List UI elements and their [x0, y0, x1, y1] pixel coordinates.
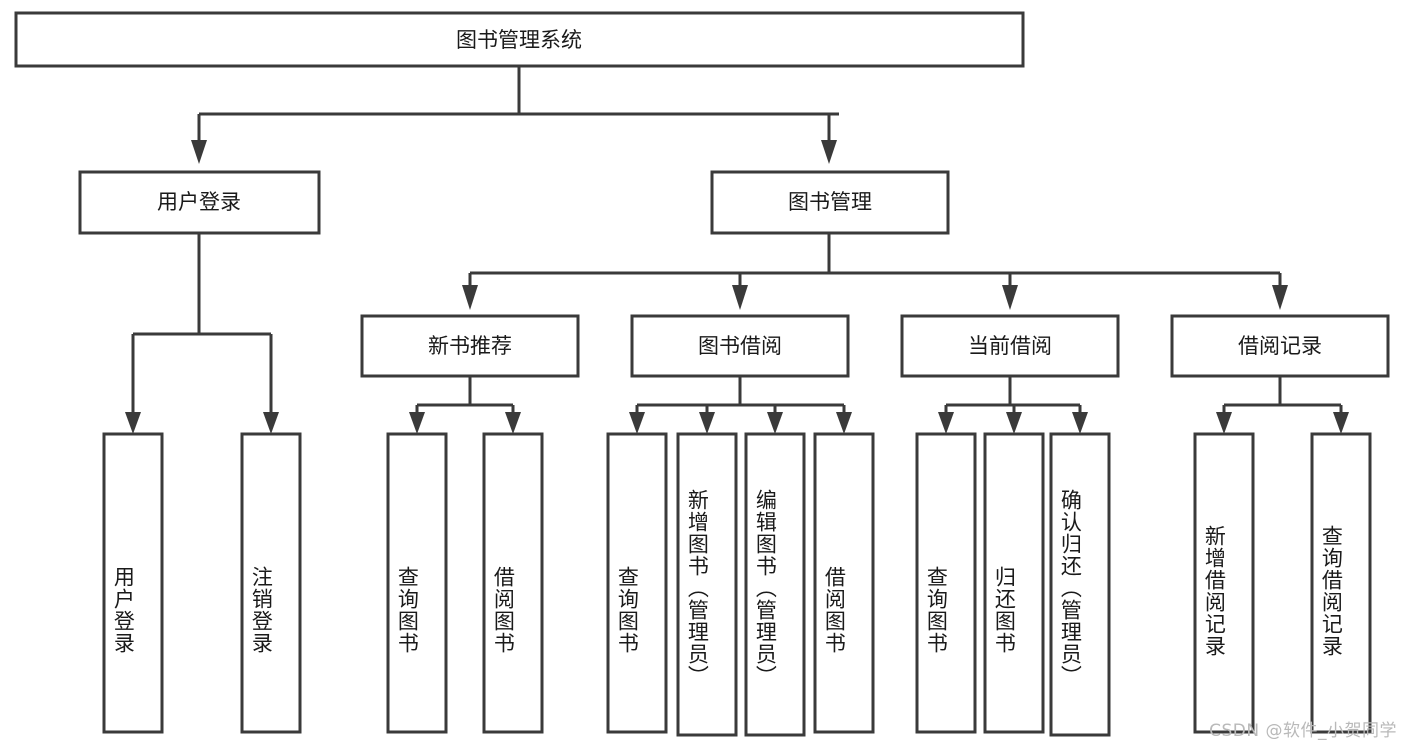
- leaf-recommend-1[interactable]: [386, 432, 448, 734]
- leaf-borrow-4[interactable]: [813, 432, 875, 734]
- leaf-user-login-1[interactable]: [102, 432, 164, 734]
- node-borrow-record-label: 借阅记录: [1238, 334, 1322, 358]
- leaf-borrow-1[interactable]: [606, 432, 668, 734]
- node-user-login-label: 用户登录: [157, 190, 241, 214]
- node-root-label: 图书管理系统: [456, 28, 582, 52]
- edge-root-trunk: [191, 66, 839, 164]
- leaf-borrow-3[interactable]: [744, 432, 806, 737]
- node-new-book-recommend-label: 新书推荐: [428, 334, 512, 358]
- edge-current-children: [938, 376, 1088, 434]
- leaf-borrow-2[interactable]: [676, 432, 738, 737]
- leaf-recommend-2[interactable]: [482, 432, 544, 734]
- node-book-borrow[interactable]: [630, 314, 850, 378]
- edge-user-login-children: [125, 233, 279, 434]
- node-current-borrow[interactable]: [900, 314, 1120, 378]
- node-book-manage[interactable]: [710, 170, 950, 235]
- leaf-current-2[interactable]: [983, 432, 1045, 734]
- node-current-borrow-label: 当前借阅: [968, 334, 1052, 358]
- csdn-watermark: CSDN @软件_小贺同学: [1209, 721, 1397, 741]
- edge-record-children: [1216, 376, 1349, 434]
- leaf-record-1[interactable]: [1193, 432, 1255, 734]
- node-book-borrow-label: 图书借阅: [698, 334, 782, 358]
- edge-book-manage-children: [462, 233, 1288, 310]
- leaf-current-3[interactable]: [1049, 432, 1111, 737]
- node-root[interactable]: [14, 11, 1025, 68]
- leaf-current-1[interactable]: [915, 432, 977, 734]
- edge-recommend-children: [409, 376, 521, 434]
- node-user-login[interactable]: [78, 170, 321, 235]
- node-book-manage-label: 图书管理: [788, 190, 872, 214]
- node-new-book-recommend[interactable]: [360, 314, 580, 378]
- leaf-user-login-2[interactable]: [240, 432, 302, 734]
- node-borrow-record[interactable]: [1170, 314, 1390, 378]
- edge-borrow-children: [629, 376, 852, 434]
- leaf-record-2[interactable]: [1310, 432, 1372, 734]
